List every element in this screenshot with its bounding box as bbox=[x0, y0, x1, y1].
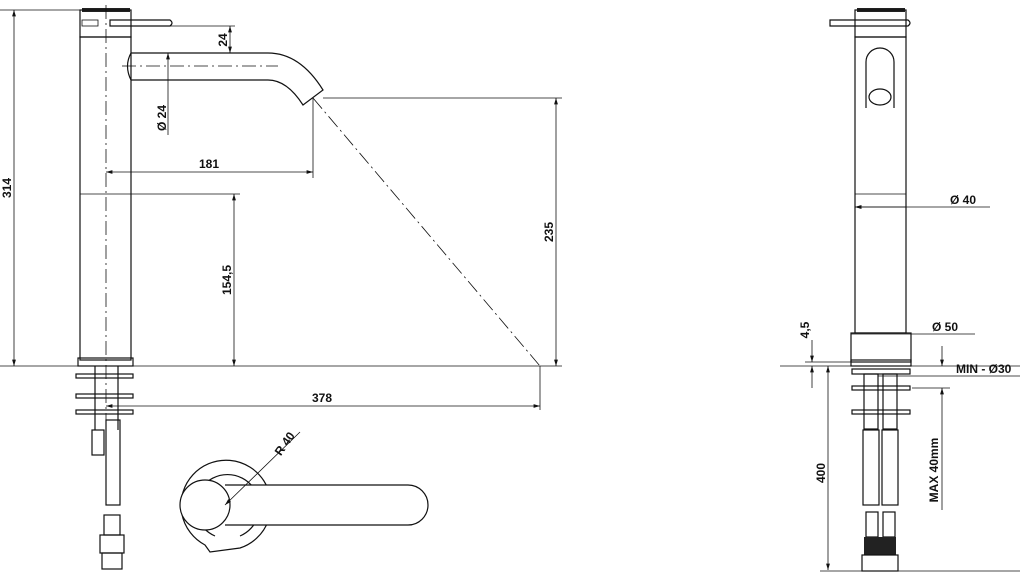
dim-spout-height: 235 bbox=[542, 222, 556, 242]
dim-height-total: 314 bbox=[0, 178, 14, 198]
lever-top bbox=[225, 484, 429, 526]
spout-opening bbox=[865, 47, 895, 108]
dim-deck-thickness: MAX 40mm bbox=[927, 438, 941, 503]
spout bbox=[131, 52, 324, 106]
dim-spout-diameter: Ø 24 bbox=[155, 105, 169, 131]
water-jet-line bbox=[312, 97, 541, 367]
dim-handle-offset: 24 bbox=[216, 33, 230, 47]
dim-body-height: 154,5 bbox=[220, 265, 234, 295]
dim-base-height: 4,5 bbox=[798, 321, 812, 338]
dim-min-hole: MIN - Ø30 bbox=[956, 362, 1012, 376]
tap-body bbox=[79, 36, 132, 361]
dim-body-diameter: Ø 40 bbox=[950, 193, 976, 207]
lever bbox=[109, 19, 173, 27]
handle-body bbox=[79, 9, 132, 38]
dim-radius: R 40 bbox=[272, 429, 298, 458]
dim-hose-length: 400 bbox=[814, 463, 828, 483]
front-view: Ø 40 Ø 50 4,5 400 MIN - Ø30 MAX 40mm bbox=[780, 8, 1020, 572]
dim-base-diameter: Ø 50 bbox=[932, 320, 958, 334]
dim-jet-reach: 378 bbox=[312, 391, 332, 405]
top-view: R 40 bbox=[179, 429, 429, 553]
handle-knob bbox=[179, 479, 231, 531]
front-body bbox=[854, 36, 907, 334]
dim-spout-reach: 181 bbox=[199, 157, 219, 171]
side-view: 314 24 Ø 24 181 154,5 235 378 bbox=[0, 5, 562, 570]
